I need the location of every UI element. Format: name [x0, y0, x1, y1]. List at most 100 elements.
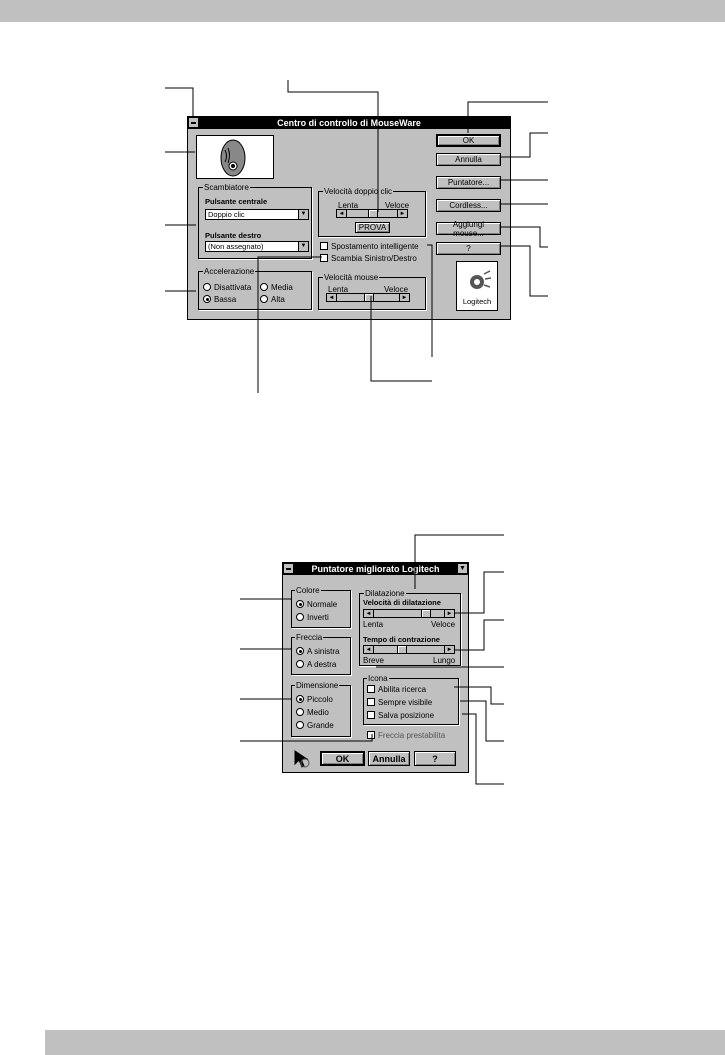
slider-thumb[interactable] [397, 646, 408, 653]
system-menu-button[interactable] [188, 117, 199, 128]
annulla-button[interactable]: Annulla [368, 751, 410, 766]
radio-inverti[interactable] [296, 613, 304, 621]
radio-medio[interactable] [296, 708, 304, 716]
velocita-mouse-slider[interactable]: ◄ ► [326, 293, 410, 302]
dropdown-arrow-icon[interactable]: ▼ [298, 210, 308, 219]
doppio-clic-lenta: Lenta [338, 201, 359, 210]
radio-piccolo-label: Piccolo [307, 695, 333, 704]
radio-disattivata[interactable] [203, 283, 211, 291]
slider-thumb[interactable] [421, 610, 431, 617]
ok-button[interactable]: OK [320, 751, 365, 766]
aggiungi-mouse-button[interactable]: Aggiungi mouse... [436, 220, 501, 238]
freccia-prestabilita-label: Freccia prestabilita [378, 731, 446, 740]
dilatazione-group [359, 593, 461, 666]
radio-piccolo[interactable] [296, 695, 304, 703]
slider-right-arrow-icon[interactable]: ► [444, 610, 454, 617]
window-title: Centro di controllo di MouseWare [188, 117, 510, 129]
radio-bassa[interactable] [203, 295, 211, 303]
mouseware-control-center-window: Centro di controllo di MouseWare OK Annu… [187, 116, 511, 320]
scambiatore-label: Scambiatore [203, 183, 250, 192]
dropdown-arrow-icon[interactable]: ▼ [298, 242, 308, 251]
system-menu-button[interactable] [283, 563, 294, 574]
radio-inverti-label: Inverti [307, 613, 329, 622]
page-header-bar [0, 0, 725, 22]
tempo-lungo: Lungo [433, 656, 456, 665]
mouse-icon [220, 139, 246, 177]
abilita-ricerca-label: Abilita ricerca [378, 685, 427, 694]
puntatore-button[interactable]: Puntatore... [436, 176, 501, 189]
freccia-prestabilita-checkbox[interactable] [367, 731, 375, 739]
dilatazione-lenta: Lenta [363, 620, 384, 629]
slider-left-arrow-icon[interactable]: ◄ [337, 210, 347, 217]
slider-thumb[interactable] [368, 210, 378, 217]
scambia-label: Scambia Sinistro/Destro [331, 254, 417, 263]
help-button[interactable]: ? [436, 242, 501, 255]
sempre-visibile-checkbox[interactable] [367, 698, 375, 706]
slider-left-arrow-icon[interactable]: ◄ [364, 646, 374, 653]
page-footer-bar [45, 1030, 725, 1055]
radio-a-sinistra-label: A sinistra [307, 647, 340, 656]
pulsante-destro-label: Pulsante destro [205, 231, 262, 240]
slider-thumb[interactable] [364, 294, 374, 301]
radio-alta[interactable] [260, 295, 268, 303]
mouse-image [196, 135, 274, 179]
slider-right-arrow-icon[interactable]: ► [399, 294, 409, 301]
doppio-clic-veloce: Veloce [385, 201, 410, 210]
dilatazione-label: Dilatazione [364, 589, 406, 598]
freccia-label: Freccia [295, 633, 324, 642]
tempo-contrazione-slider[interactable]: ◄ ► [363, 645, 455, 654]
prova-button[interactable]: PROVA [355, 222, 390, 233]
help-button[interactable]: ? [414, 751, 456, 766]
velocita-mouse-veloce: Veloce [384, 285, 409, 294]
radio-medio-label: Medio [307, 708, 329, 717]
velocita-dilatazione-slider[interactable]: ◄ ► [363, 609, 455, 618]
pulsante-destro-value: (Non assegnato) [208, 242, 264, 251]
scambiatore-group [198, 187, 312, 259]
spostamento-checkbox[interactable] [320, 242, 328, 250]
pulsante-destro-select[interactable]: (Non assegnato) ▼ [205, 241, 309, 252]
slider-left-arrow-icon[interactable]: ◄ [364, 610, 374, 617]
radio-disattivata-label: Disattivata [214, 283, 252, 292]
slider-left-arrow-icon[interactable]: ◄ [327, 294, 337, 301]
tempo-breve: Breve [363, 656, 384, 665]
colore-label: Colore [295, 586, 321, 595]
dilatazione-veloce: Veloce [431, 620, 456, 629]
colore-group [291, 590, 351, 628]
slider-right-arrow-icon[interactable]: ► [397, 210, 407, 217]
radio-normale-label: Normale [307, 600, 338, 609]
radio-media[interactable] [260, 283, 268, 291]
logitech-mark-icon [470, 270, 492, 289]
slider-right-arrow-icon[interactable]: ► [444, 646, 454, 653]
velocita-dilatazione-label: Velocità di dilatazione [363, 598, 441, 607]
radio-grande[interactable] [296, 721, 304, 729]
doppio-clic-slider[interactable]: ◄ ► [336, 209, 408, 218]
icona-label: Icona [367, 674, 389, 683]
pulsante-centrale-value: Doppio clic [208, 210, 245, 219]
spostamento-label: Spostamento intelligente [331, 242, 419, 251]
dimensione-label: Dimensione [295, 681, 340, 690]
icona-group [363, 678, 459, 725]
doppio-clic-label: Velocità doppio clic [323, 187, 394, 196]
radio-a-sinistra[interactable] [296, 647, 304, 655]
radio-bassa-label: Bassa [214, 295, 237, 304]
annulla-button[interactable]: Annulla [436, 153, 501, 166]
radio-normale[interactable] [296, 600, 304, 608]
pointer-icon [291, 749, 313, 769]
pulsante-centrale-select[interactable]: Doppio clic ▼ [205, 209, 309, 220]
radio-a-destra[interactable] [296, 660, 304, 668]
radio-a-destra-label: A destra [307, 660, 337, 669]
minimize-button[interactable]: ▼ [457, 563, 468, 574]
logitech-logo: Logitech [456, 261, 498, 311]
tempo-contrazione-label: Tempo di contrazione [363, 635, 440, 644]
window-title: Puntatore migliorato Logitech [283, 563, 468, 575]
abilita-ricerca-checkbox[interactable] [367, 685, 375, 693]
cordless-button[interactable]: Cordless... [436, 199, 501, 212]
salva-posizione-checkbox[interactable] [367, 711, 375, 719]
pulsante-centrale-label: Pulsante centrale [205, 197, 268, 206]
scambia-checkbox[interactable] [320, 254, 328, 262]
logo-text: Logitech [462, 297, 492, 306]
radio-grande-label: Grande [307, 721, 334, 730]
accelerazione-label: Accelerazione [203, 267, 256, 276]
ok-button[interactable]: OK [436, 134, 501, 147]
